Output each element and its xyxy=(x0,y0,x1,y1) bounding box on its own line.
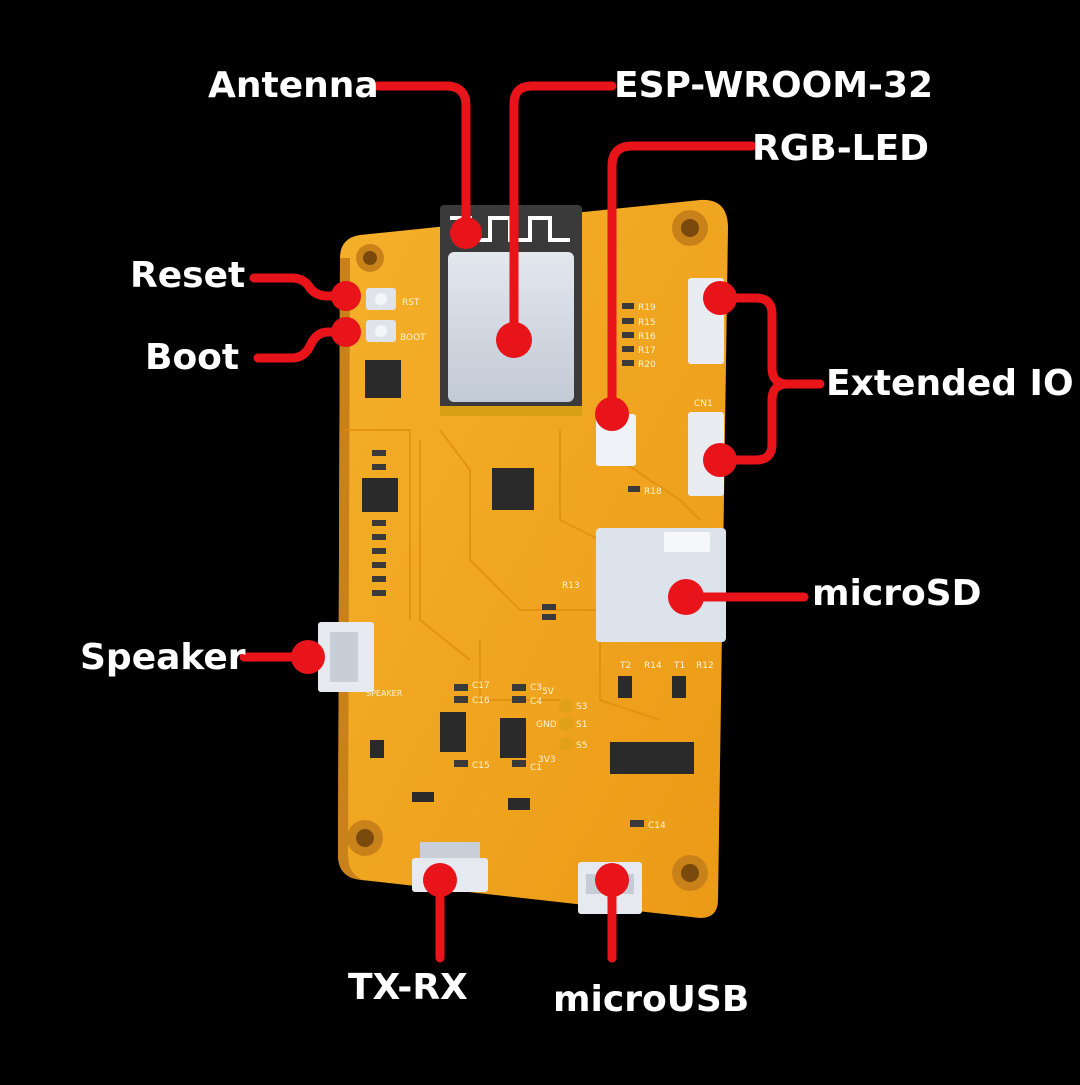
label-rgb-led: RGB-LED xyxy=(752,128,930,169)
test-pads xyxy=(559,699,573,751)
silk-c1: C1 xyxy=(530,763,542,773)
label-microsd: microSD xyxy=(812,573,982,614)
label-tx-rx: TX-RX xyxy=(348,967,468,1008)
label-boot: Boot xyxy=(145,337,240,378)
pcb-board xyxy=(338,199,728,918)
silk-speaker: SPEAKER xyxy=(366,689,403,698)
pcb-edge xyxy=(338,258,370,882)
silk-c14: C14 xyxy=(648,821,666,831)
silk-r13: R13 xyxy=(562,581,580,591)
silk-c4: C4 xyxy=(530,697,542,707)
label-extended-io: Extended IO xyxy=(826,363,1074,404)
silk-t2: T2 xyxy=(619,661,631,671)
silk-gnd: GND xyxy=(536,720,557,730)
speaker-connector xyxy=(318,622,374,692)
microsd-slot xyxy=(596,528,726,642)
silk-c15: C15 xyxy=(472,761,490,771)
silk-r18: R18 xyxy=(644,487,662,497)
silk-boot: BOOT xyxy=(400,333,426,343)
silk-5v: 5V xyxy=(542,687,555,697)
silk-s1: S1 xyxy=(576,720,587,730)
silk-3v3: 3V3 xyxy=(538,755,556,765)
buttons xyxy=(366,288,396,342)
silk-s5: S5 xyxy=(576,741,587,751)
silk-c16: C16 xyxy=(472,696,490,706)
silk-c3: C3 xyxy=(530,683,542,693)
silk-cn1: CN1 xyxy=(694,399,713,409)
silk-r17: R17 xyxy=(638,346,656,356)
silk-r12: R12 xyxy=(696,661,714,671)
silk-t1: T1 xyxy=(673,661,685,671)
silk-r19: R19 xyxy=(638,303,656,313)
silk-r15: R15 xyxy=(638,318,656,328)
ic-chips xyxy=(362,360,694,810)
label-esp-wroom-32: ESP-WROOM-32 xyxy=(614,65,934,106)
silk-s3: S3 xyxy=(576,702,587,712)
mounting-holes xyxy=(347,210,708,891)
label-microusb: microUSB xyxy=(553,979,750,1020)
silk-rst: RST xyxy=(402,298,420,308)
silk-r16: R16 xyxy=(638,332,656,342)
silk-r14: R14 xyxy=(644,661,662,671)
label-antenna: Antenna xyxy=(208,65,379,106)
passive-components xyxy=(372,303,644,827)
label-speaker: Speaker xyxy=(80,637,246,678)
silk-c17: C17 xyxy=(472,681,490,691)
label-reset: Reset xyxy=(130,255,246,296)
silk-r20: R20 xyxy=(638,360,656,370)
callout-dots xyxy=(291,217,737,897)
